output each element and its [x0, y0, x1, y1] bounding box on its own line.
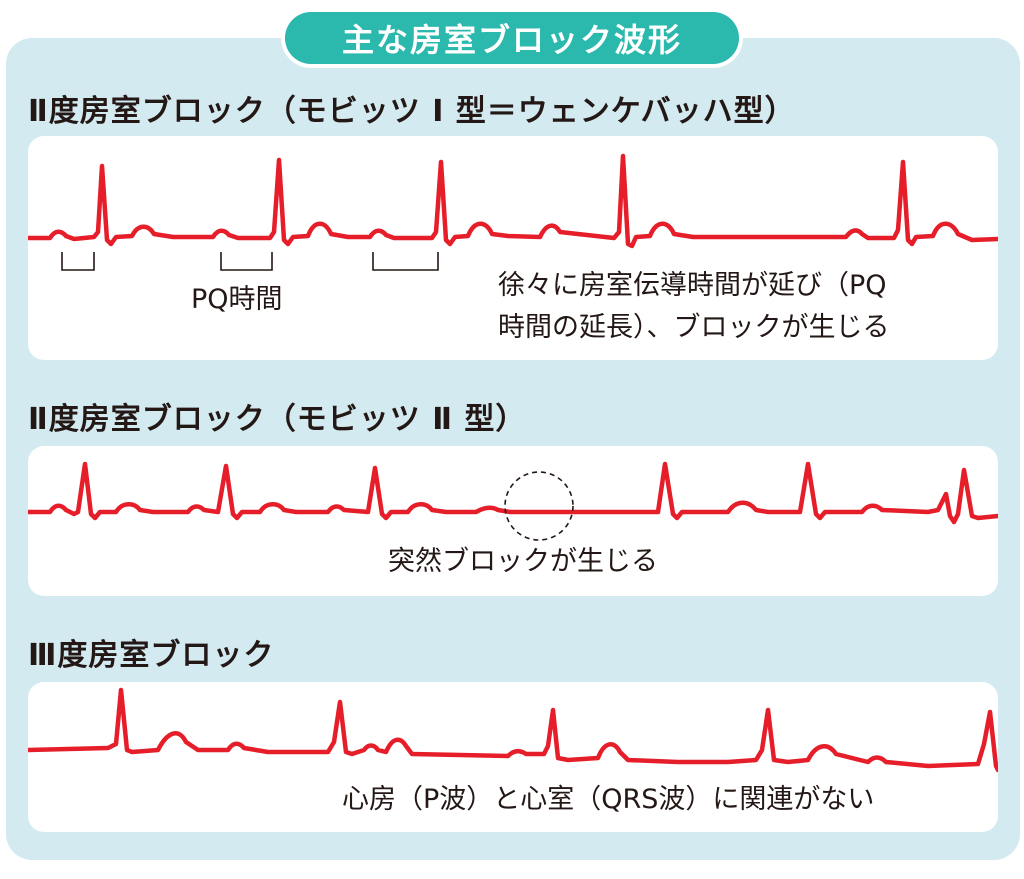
- section-heading-mobitz-2: Ⅱ度房室ブロック（モビッツ Ⅱ 型）: [28, 402, 527, 437]
- blocked-beat-circle: [504, 471, 574, 541]
- ecg-panel-third-degree: 心房（P波）と心室（QRS波）に関連がない: [28, 682, 998, 832]
- third-degree-note: 心房（P波）と心室（QRS波）に関連がない: [342, 784, 875, 815]
- ecg-waveform-mobitz-1: [28, 153, 998, 249]
- ecg-waveform-third-degree: [28, 687, 998, 773]
- mobitz-1-note-line2: 時間の延長）、ブロックが生じる: [498, 312, 890, 343]
- ecg-strip-mobitz-2: [28, 461, 998, 541]
- mobitz-1-note-line1: 徐々に房室伝導時間が延び（PQ: [498, 270, 887, 301]
- ecg-panel-mobitz-2: 突然ブロックが生じる: [28, 446, 998, 596]
- mobitz-2-note: 突然ブロックが生じる: [388, 546, 658, 577]
- ecg-waveform-mobitz-2: [28, 461, 998, 525]
- pq-time-label: PQ時間: [191, 284, 283, 315]
- section-heading-third-degree: Ⅲ度房室ブロック: [28, 638, 275, 673]
- main-title: 主な房室ブロック波形: [285, 12, 739, 64]
- ecg-strip-third-degree: [28, 687, 998, 773]
- ecg-strip-mobitz-1: [28, 153, 998, 271]
- pq-bracket-3: [372, 252, 439, 271]
- ecg-panel-mobitz-1: PQ時間 徐々に房室伝導時間が延び（PQ 時間の延長）、ブロックが生じる: [28, 136, 998, 360]
- pq-bracket-1: [61, 252, 95, 271]
- pq-bracket-2: [220, 252, 273, 271]
- section-heading-mobitz-1: Ⅱ度房室ブロック（モビッツ Ⅰ 型＝ウェンケバッハ型）: [28, 94, 796, 129]
